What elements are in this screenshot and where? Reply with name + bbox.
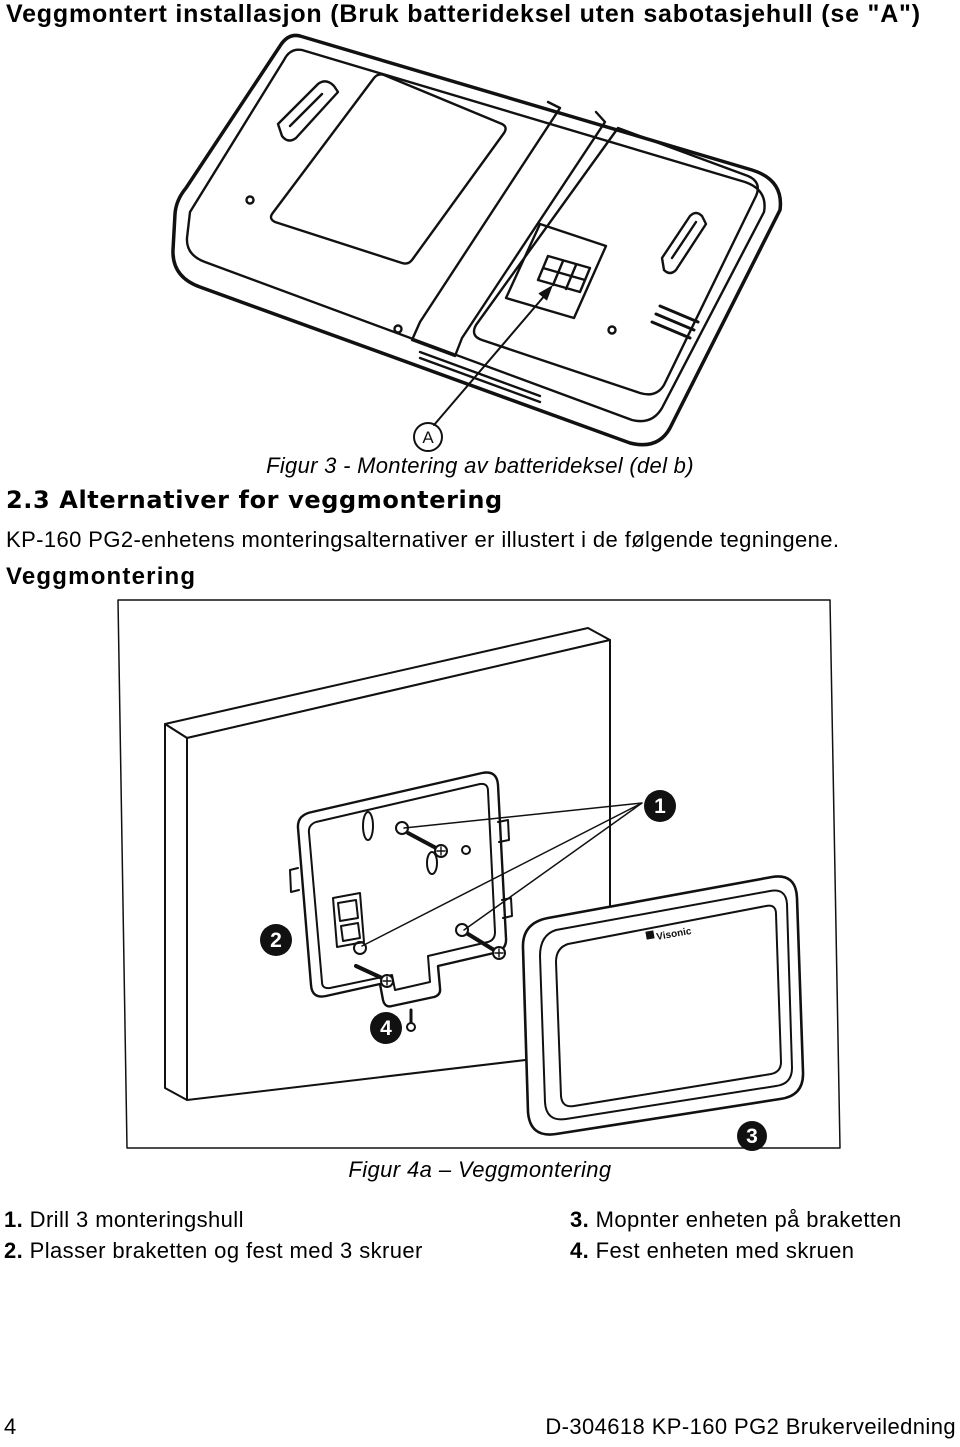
pointer-line bbox=[433, 293, 547, 426]
screw-device bbox=[406, 1008, 416, 1032]
device-face-rim bbox=[185, 48, 766, 423]
device-back-drawing bbox=[171, 33, 783, 452]
section-heading: 2.3 Alternativer for veggmontering bbox=[6, 486, 503, 514]
step-item: 1. Drill 3 monteringshull bbox=[4, 1207, 570, 1238]
bracket-hole-right bbox=[461, 845, 471, 855]
logo-mark bbox=[645, 930, 655, 940]
screw-left-slot bbox=[382, 976, 392, 986]
bracket-rim bbox=[307, 782, 496, 991]
step-number: 2. bbox=[4, 1238, 24, 1263]
callout-4-label: 4 bbox=[380, 1017, 392, 1040]
page-heading: Veggmontert installasjon (Bruk batteride… bbox=[6, 0, 921, 28]
callout-3-label: 3 bbox=[746, 1125, 758, 1148]
cover-latch-grid bbox=[536, 254, 592, 294]
step-number: 3. bbox=[570, 1207, 590, 1232]
device-outer-outline bbox=[171, 33, 783, 447]
wall-mount-subheading: Veggmontering bbox=[6, 563, 197, 590]
step-text: Plasser braketten og fest med 3 skruer bbox=[29, 1238, 423, 1263]
device-outer bbox=[521, 875, 805, 1136]
screw-right bbox=[466, 932, 506, 960]
screw-hole-bottom-left bbox=[393, 324, 403, 334]
step-item: 2. Plasser braketten og fest med 3 skrue… bbox=[4, 1238, 570, 1269]
section-intro: KP-160 PG2-enhetens monteringsalternativ… bbox=[6, 527, 840, 552]
step-item: 3. Mopnter enheten på braketten bbox=[570, 1207, 950, 1238]
figure-frame bbox=[117, 599, 841, 1149]
cover-window bbox=[504, 222, 608, 320]
mounting-steps: 1. Drill 3 monteringshull 2. Plasser bra… bbox=[4, 1207, 950, 1269]
figure-4a-caption: Figur 4a – Veggmontering bbox=[348, 1157, 612, 1182]
callout-a-circle bbox=[413, 422, 443, 452]
battery-compartment bbox=[472, 126, 759, 396]
screw-hole-top bbox=[245, 195, 255, 205]
battery-cover-illustration: A bbox=[171, 33, 783, 452]
device-rim bbox=[539, 889, 793, 1121]
page-number: 4 bbox=[4, 1414, 17, 1439]
step-text: Drill 3 monteringshull bbox=[29, 1207, 244, 1232]
callout-a-label: A bbox=[422, 428, 434, 447]
callout-2-circle bbox=[260, 924, 292, 956]
label-recess bbox=[269, 73, 507, 265]
screw-upper-shaft bbox=[406, 831, 438, 850]
screw-device-head bbox=[406, 1022, 416, 1032]
callout-2-label: 2 bbox=[270, 929, 282, 952]
wall-left-face bbox=[164, 723, 188, 1101]
callout-1-leaders bbox=[361, 802, 643, 947]
screw-right-shaft bbox=[466, 932, 496, 952]
screw-upper bbox=[406, 831, 448, 858]
mounting-bracket bbox=[296, 771, 508, 1008]
device-front-face bbox=[555, 904, 782, 1108]
wall-mounting-illustration: Visonic 1 2 3 4 bbox=[117, 599, 841, 1151]
callout-1-circle bbox=[644, 790, 676, 822]
step-text: Fest enheten med skruen bbox=[595, 1238, 855, 1263]
callout-1-label: 1 bbox=[654, 795, 666, 818]
figure-3-caption: Figur 3 - Montering av batterideksel (de… bbox=[266, 453, 694, 478]
screw-left-shaft bbox=[354, 964, 384, 980]
step-number: 4. bbox=[570, 1238, 590, 1263]
callout-4-circle bbox=[370, 1012, 402, 1044]
right-hook bbox=[660, 211, 708, 275]
pointer-arrowhead bbox=[538, 285, 553, 301]
side-slot bbox=[418, 350, 542, 404]
screw-hole-bottom-right bbox=[607, 325, 617, 335]
center-groove bbox=[410, 100, 607, 358]
screw-right-slot bbox=[494, 948, 504, 958]
screw-hole-2 bbox=[455, 923, 469, 937]
screw-left bbox=[354, 964, 394, 988]
step-text: Mopnter enheten på braketten bbox=[595, 1207, 902, 1232]
tamper-switch bbox=[332, 892, 365, 948]
step-item: 4. Fest enheten med skruen bbox=[570, 1238, 950, 1269]
wall-mounting-drawing bbox=[117, 599, 841, 1149]
screw-upper-slot bbox=[436, 846, 446, 856]
callouts: 1 2 3 4 bbox=[260, 790, 767, 1151]
vent-lines bbox=[650, 304, 700, 340]
step-number: 1. bbox=[4, 1207, 24, 1232]
left-hook bbox=[276, 80, 340, 142]
bracket-slot-middle bbox=[426, 851, 438, 875]
bracket-slot-upper bbox=[362, 811, 374, 841]
document-id: D-304618 KP-160 PG2 Brukerveiledning bbox=[545, 1414, 956, 1439]
callout-3-circle bbox=[737, 1121, 767, 1151]
